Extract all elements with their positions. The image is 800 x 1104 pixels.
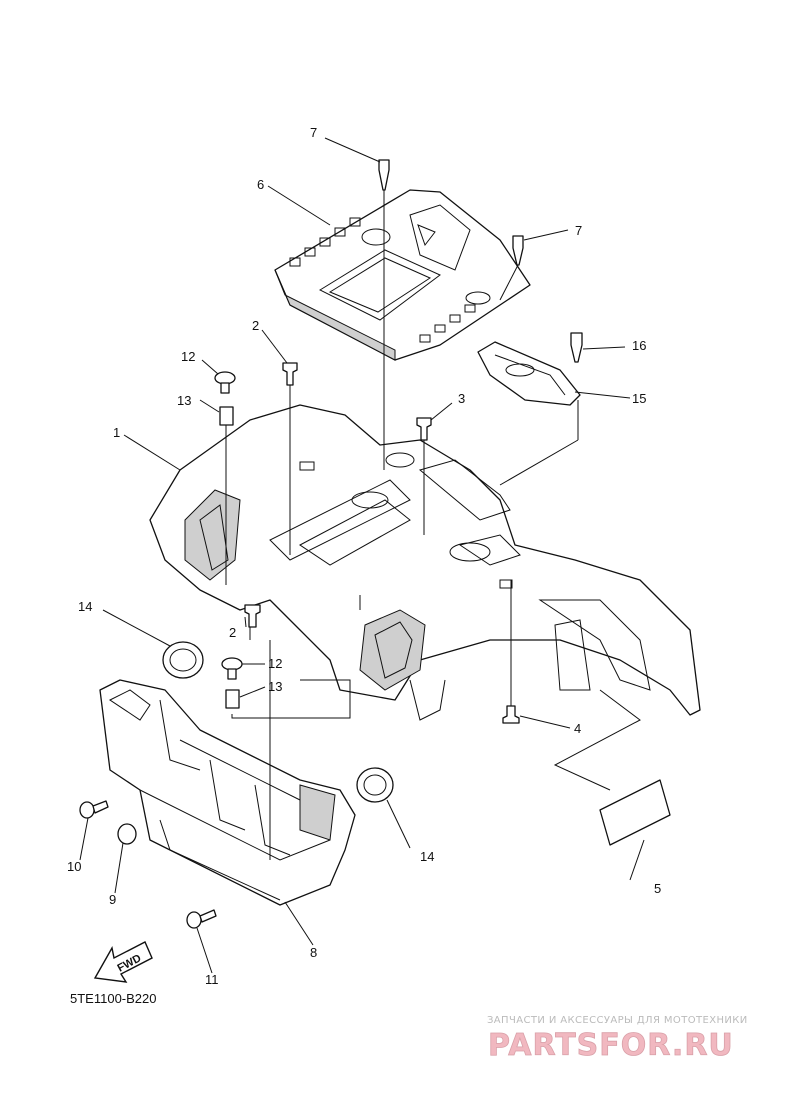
part-3-bolt (416, 417, 432, 441)
label-2-upper: 2 (252, 318, 259, 333)
part-16-clip (570, 332, 583, 363)
label-13-lower: 13 (268, 679, 282, 694)
label-11: 11 (205, 972, 219, 987)
part-2-bolt-lower (244, 604, 261, 628)
watermark-tagline: ЗАПЧАСТИ И АКСЕССУАРЫ ДЛЯ МОТОТЕХНИКИ (487, 1015, 748, 1026)
part-4-bolt (502, 705, 520, 724)
part-7-clip-right (512, 235, 524, 266)
watermark-brand: PARTSFOR.RU (488, 1028, 734, 1063)
part-8-lower-box (99, 679, 356, 906)
label-12-lower: 12 (268, 656, 282, 671)
part-9-plug (117, 823, 137, 845)
watermark: ЗАПЧАСТИ И АКСЕССУАРЫ ДЛЯ МОТОТЕХНИКИ PA… (487, 1015, 748, 1063)
part-2-bolt-upper (282, 362, 298, 386)
label-16: 16 (632, 338, 646, 353)
label-9: 9 (109, 892, 116, 907)
part-14-grommet-right (356, 767, 394, 803)
part-13-collar-upper (219, 406, 234, 426)
label-5: 5 (654, 881, 661, 896)
leader-lines (79, 137, 645, 974)
label-3: 3 (458, 391, 465, 406)
label-7-right: 7 (575, 223, 582, 238)
label-1: 1 (113, 425, 120, 440)
part-12-screw-upper (214, 371, 236, 394)
label-6: 6 (257, 177, 264, 192)
part-12-screw-lower (221, 657, 243, 680)
part-13-collar-lower (225, 689, 240, 709)
label-2-lower: 2 (229, 625, 236, 640)
part-7-clip-top (378, 159, 390, 191)
label-12-upper: 12 (181, 349, 195, 364)
label-10: 10 (67, 859, 81, 874)
part-15-bracket (477, 341, 581, 406)
label-4: 4 (574, 721, 581, 736)
label-13-upper: 13 (177, 393, 191, 408)
part-10-screw (79, 800, 109, 819)
label-14-upper: 14 (78, 599, 92, 614)
fwd-arrow-icon: FWD (93, 941, 153, 983)
label-15: 15 (632, 391, 646, 406)
diagram-reference-code: 5TE1100-B220 (70, 991, 157, 1006)
label-8: 8 (310, 945, 317, 960)
label-7-top: 7 (310, 125, 317, 140)
part-11-screw (186, 909, 217, 929)
part-14-grommet-left (162, 641, 204, 679)
part-5-plate (599, 779, 671, 846)
part-6-top-cover (274, 189, 531, 361)
part-number-labels: 7 7 6 16 15 2 12 13 3 1 2 12 13 14 4 5 1… (67, 125, 661, 987)
label-14-lower: 14 (420, 849, 434, 864)
